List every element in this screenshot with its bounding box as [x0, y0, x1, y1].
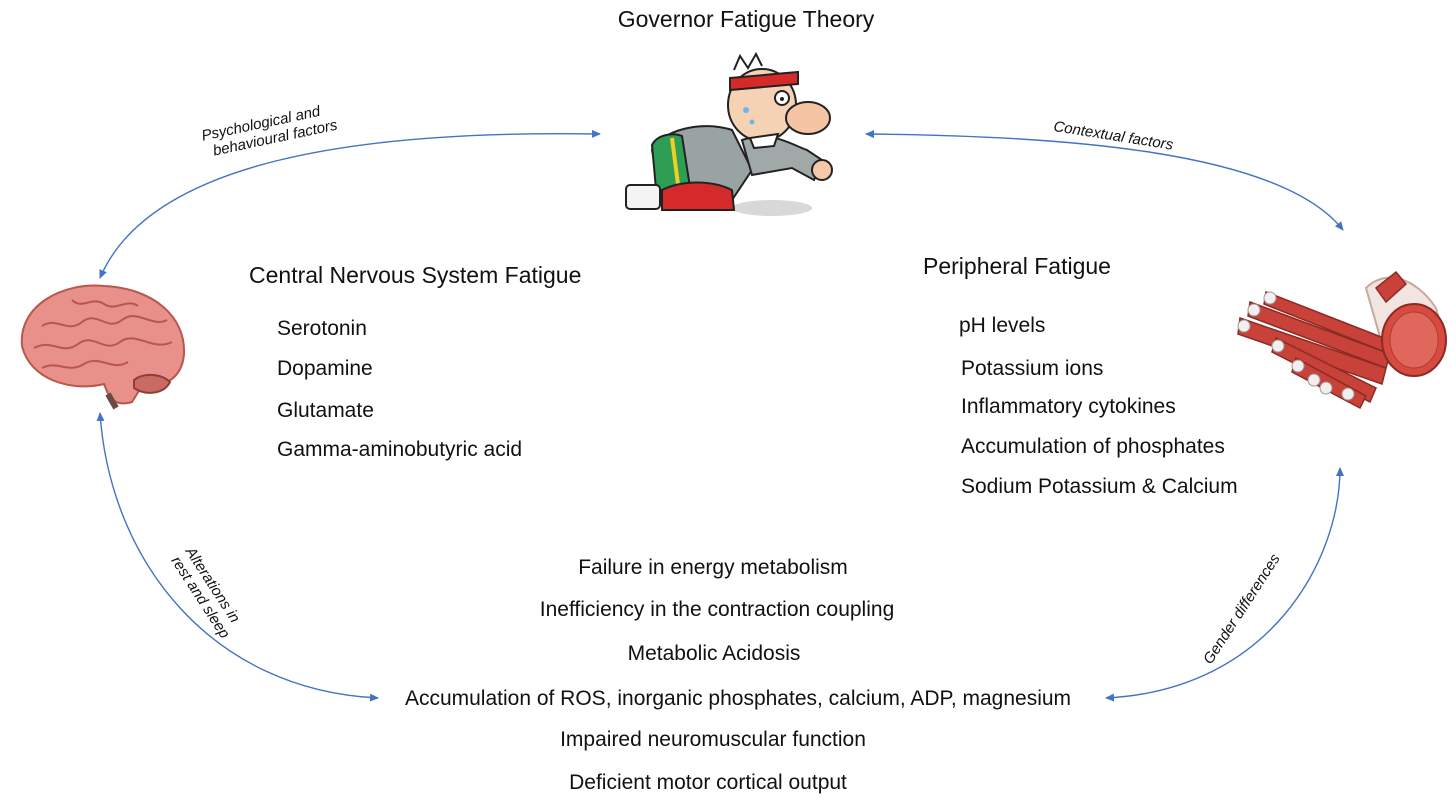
cns-item: Glutamate [277, 399, 374, 422]
peripheral-heading: Peripheral Fatigue [923, 253, 1111, 279]
brain-illustration [20, 284, 186, 410]
cns-item: Serotonin [277, 317, 367, 340]
diagram-title: Governor Fatigue Theory [617, 6, 875, 32]
shared-item: Inefficiency in the contraction coupling [539, 598, 895, 621]
shared-item: Impaired neuromuscular function [560, 728, 866, 751]
cns-heading: Central Nervous System Fatigue [249, 262, 582, 288]
shared-item: Failure in energy metabolism [578, 556, 848, 579]
peripheral-item: pH levels [959, 314, 1046, 337]
shared-item: Metabolic Acidosis [627, 642, 801, 665]
cns-item: Gamma-aminobutyric acid [277, 438, 523, 461]
peripheral-item: Inflammatory cytokines [961, 395, 1176, 418]
shared-item: Deficient motor cortical output [569, 771, 847, 794]
arrow-gender [1105, 467, 1344, 702]
muscle-fibers-illustration [1237, 270, 1447, 410]
arrow-contextual [865, 130, 1344, 231]
arrow-psychological [99, 129, 601, 279]
arrow-rest-sleep [96, 412, 379, 702]
peripheral-item: Accumulation of phosphates [961, 435, 1225, 458]
exhausted-runner-illustration [625, 51, 833, 216]
peripheral-item: Potassium ions [961, 357, 1104, 380]
peripheral-item: Sodium Potassium & Calcium [961, 475, 1238, 498]
shared-item: Accumulation of ROS, inorganic phosphate… [404, 687, 1072, 710]
cns-item: Dopamine [277, 357, 373, 380]
